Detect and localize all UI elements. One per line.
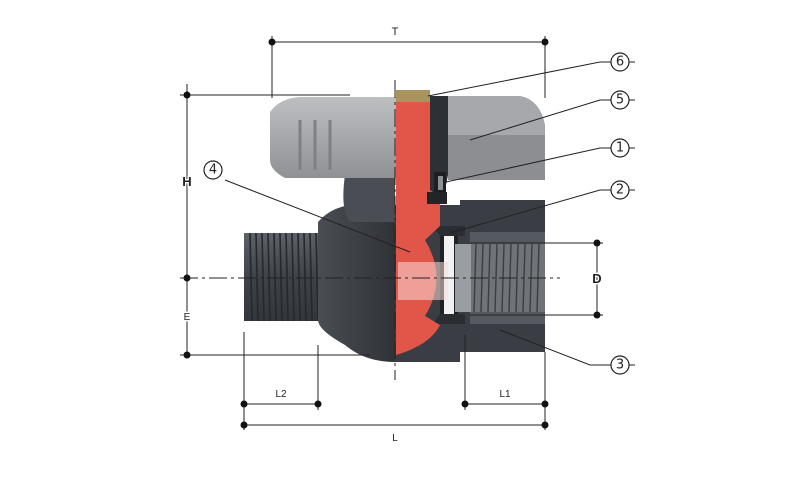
thread-rib — [249, 232, 253, 322]
ball-highlight — [398, 262, 448, 300]
svg-text:2: 2 — [616, 183, 624, 198]
handle-cap — [396, 90, 430, 102]
ball-housing — [318, 205, 395, 362]
svg-text:4: 4 — [209, 163, 217, 178]
dim-label-L1: L1 — [499, 389, 511, 400]
dimension-lines — [180, 36, 603, 430]
stem-nut — [427, 192, 447, 204]
thread-rib — [303, 232, 307, 322]
thread-rib — [267, 232, 271, 322]
svg-text:1: 1 — [616, 141, 624, 156]
section-cut — [396, 96, 448, 355]
thread-rib — [291, 232, 295, 322]
thread-rib — [279, 232, 283, 322]
callout-1: 1 — [610, 138, 630, 158]
dot-marker — [183, 91, 191, 99]
dot-marker — [593, 239, 601, 247]
dot-marker — [461, 400, 469, 408]
dot-marker — [541, 421, 549, 429]
dim-label-L: L — [392, 433, 398, 444]
thread-rib — [261, 232, 265, 322]
dim-label-L2: L2 — [275, 389, 287, 400]
dot-marker — [268, 38, 276, 46]
centerlines — [180, 80, 560, 380]
thread-rib — [315, 232, 319, 322]
dim-label-T: T — [392, 26, 399, 38]
thread-rib — [494, 243, 498, 313]
thread-rib — [273, 232, 277, 322]
callout-6: 6 — [610, 52, 630, 72]
thread-rib — [487, 243, 491, 313]
svg-text:5: 5 — [616, 93, 624, 108]
thread-rib — [285, 232, 289, 322]
svg-text:6: 6 — [616, 55, 624, 70]
dot-marker — [593, 311, 601, 319]
thread-rib — [255, 232, 259, 322]
handle-left — [270, 97, 396, 178]
callout-5: 5 — [610, 90, 630, 110]
dot-marker — [240, 400, 248, 408]
callout-4: 4 — [203, 160, 223, 180]
dot-marker — [240, 421, 248, 429]
dot-marker — [541, 400, 549, 408]
stem-collar — [343, 175, 395, 222]
dot-marker — [183, 274, 191, 282]
dimension-dots — [183, 38, 601, 429]
dim-label-E: E — [184, 312, 191, 323]
callout-3: 3 — [610, 355, 630, 375]
dim-label-D: D — [592, 271, 601, 286]
callout-2: 2 — [610, 180, 630, 200]
dot-marker — [541, 38, 549, 46]
thread-rib — [309, 232, 313, 322]
thread-rib — [297, 232, 301, 322]
svg-text:3: 3 — [616, 358, 624, 373]
left-threaded-end — [244, 232, 319, 322]
dot-marker — [314, 400, 322, 408]
dim-label-H: H — [182, 174, 191, 189]
handle — [270, 90, 545, 180]
dot-marker — [183, 351, 191, 359]
